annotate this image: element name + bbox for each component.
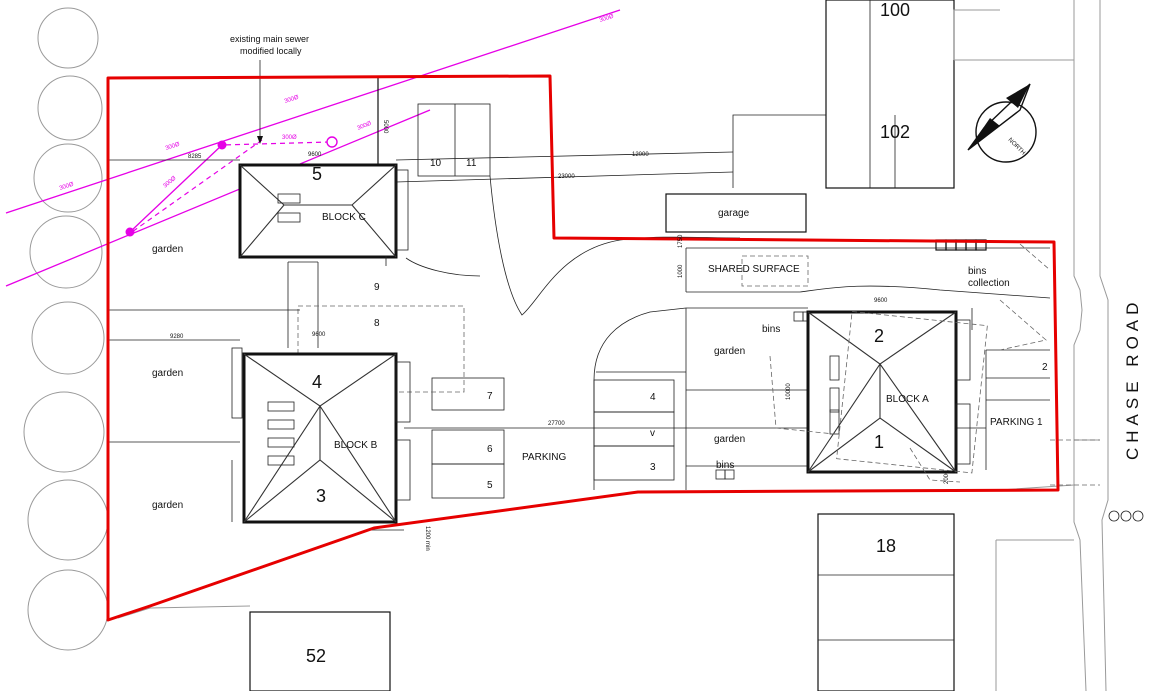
space-11: 11 — [466, 158, 477, 169]
dim-2000: 2000 — [944, 470, 950, 484]
garage-label: garage — [718, 208, 750, 219]
unit-5: 5 — [312, 164, 322, 184]
sewer-label-c: 300Ø — [165, 142, 181, 152]
road-edges — [953, 0, 1109, 691]
bollards — [1108, 510, 1144, 522]
sewer-label-a: 300Ø — [599, 14, 615, 24]
neighbour-buildings — [117, 0, 955, 691]
dim-8285: 8285 — [188, 154, 202, 160]
garden-b-upper: garden — [152, 368, 183, 379]
block-a — [769, 310, 988, 483]
space-9: 9 — [374, 282, 380, 293]
dim-9280: 9280 — [170, 334, 184, 340]
dim-9600-b: 9600 — [312, 332, 326, 338]
space-5: 5 — [487, 480, 493, 491]
house-52-label: 52 — [306, 646, 326, 666]
sewer-label-d: 300Ø — [59, 182, 75, 192]
sewer-label-b: 300Ø — [284, 95, 300, 105]
unit-4: 4 — [312, 372, 322, 392]
space-v: v — [650, 428, 655, 439]
unit-1: 1 — [874, 432, 884, 452]
block-a-label: BLOCK A — [886, 394, 929, 405]
sewer-note-line2: modified locally — [240, 46, 302, 56]
bins-collection-line2: collection — [968, 278, 1010, 289]
space-10: 10 — [430, 158, 442, 169]
labels: garden garden garden garden garden BLOCK… — [152, 0, 1142, 666]
bins-collection-line1: bins — [968, 266, 986, 277]
dim-1200min: 1200 min — [424, 526, 430, 551]
dim-5000: 5000 — [382, 120, 388, 134]
space-2: 2 — [1042, 362, 1048, 373]
block-c-label: BLOCK C — [322, 212, 366, 223]
site-boundary — [106, 74, 1060, 622]
space-6: 6 — [487, 444, 493, 455]
sewer-note: existing main sewer modified locally — [230, 34, 309, 144]
north-arrow: NORTH — [967, 83, 1037, 163]
bins-label-a: bins — [762, 324, 780, 335]
dim-1000: 1000 — [678, 264, 684, 278]
dim-27700: 27700 — [548, 421, 565, 427]
dim-1750: 1750 — [678, 234, 684, 248]
garden-a-lower: garden — [714, 434, 745, 445]
parking-label: PARKING — [522, 452, 566, 463]
north-label: NORTH — [1007, 137, 1026, 156]
dimensions: 27700 12000 23000 9600 9600 9600 8285 92… — [170, 120, 950, 551]
road-name: CHASE ROAD — [1123, 298, 1142, 460]
space-3: 3 — [650, 462, 656, 473]
house-18-label: 18 — [876, 536, 896, 556]
block-c — [238, 163, 409, 266]
dim-9600-a: 9600 — [874, 298, 888, 304]
block-b-label: BLOCK B — [334, 440, 378, 451]
unit-2: 2 — [874, 326, 884, 346]
tree-row — [23, 7, 109, 651]
dim-23000: 23000 — [558, 174, 575, 180]
sewer-note-line1: existing main sewer — [230, 34, 309, 44]
parking-1-label: PARKING 1 — [990, 417, 1043, 428]
space-7: 7 — [487, 391, 493, 402]
dim-10000: 10000 — [786, 383, 792, 400]
block-b — [231, 347, 411, 524]
dim-9600-c: 9600 — [308, 152, 322, 158]
garden-b-lower: garden — [152, 500, 183, 511]
garden-a-upper: garden — [714, 346, 745, 357]
garden-c: garden — [152, 244, 183, 255]
unit-3: 3 — [316, 486, 326, 506]
space-4: 4 — [650, 392, 656, 403]
shared-surface-label: SHARED SURFACE — [708, 264, 800, 275]
dim-12000: 12000 — [632, 152, 649, 158]
house-100-label: 100 — [880, 0, 910, 20]
space-8: 8 — [374, 318, 380, 329]
sewer-label-f: 300Ø — [282, 135, 297, 141]
house-102-label: 102 — [880, 122, 910, 142]
sewer-label-e: 300Ø — [357, 121, 373, 132]
bins-label-b: bins — [716, 460, 734, 471]
sewer-label-g: 300Ø — [162, 175, 177, 189]
